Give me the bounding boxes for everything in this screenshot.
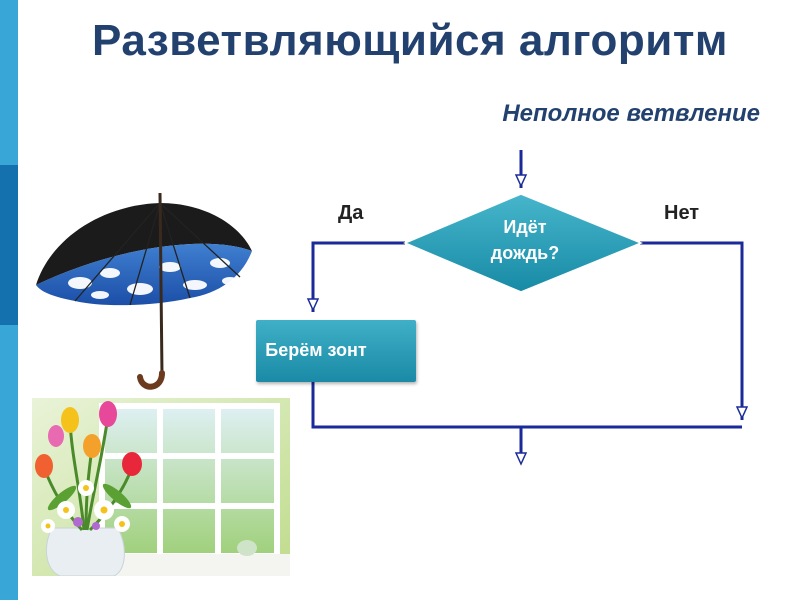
no-branch-line (640, 241, 744, 420)
decision-line-2: дождь? (490, 243, 560, 263)
slide-subtitle: Неполное ветвление (502, 100, 760, 127)
window-flowers-icon (32, 398, 290, 576)
action-text: Берём зонт (265, 340, 367, 360)
arrow-down-icon (514, 174, 528, 188)
decision-condition: Идёт дождь? (460, 214, 590, 266)
umbrella-icon (36, 192, 252, 390)
yes-branch-label: Да (338, 202, 364, 224)
arrow-down-icon (735, 406, 749, 420)
arrow-down-icon (514, 452, 528, 466)
no-branch-label: Нет (664, 202, 700, 224)
slide-title: Разветвляющийся алгоритм (92, 16, 728, 65)
left-accent-bar-dark (0, 165, 18, 325)
arrow-down-icon (306, 298, 320, 312)
merge-line (311, 382, 742, 429)
decision-diamond (403, 193, 643, 293)
action-box: Берём зонт (256, 320, 416, 382)
decision-line-1: Идёт (503, 217, 547, 237)
yes-branch-line (311, 241, 405, 312)
